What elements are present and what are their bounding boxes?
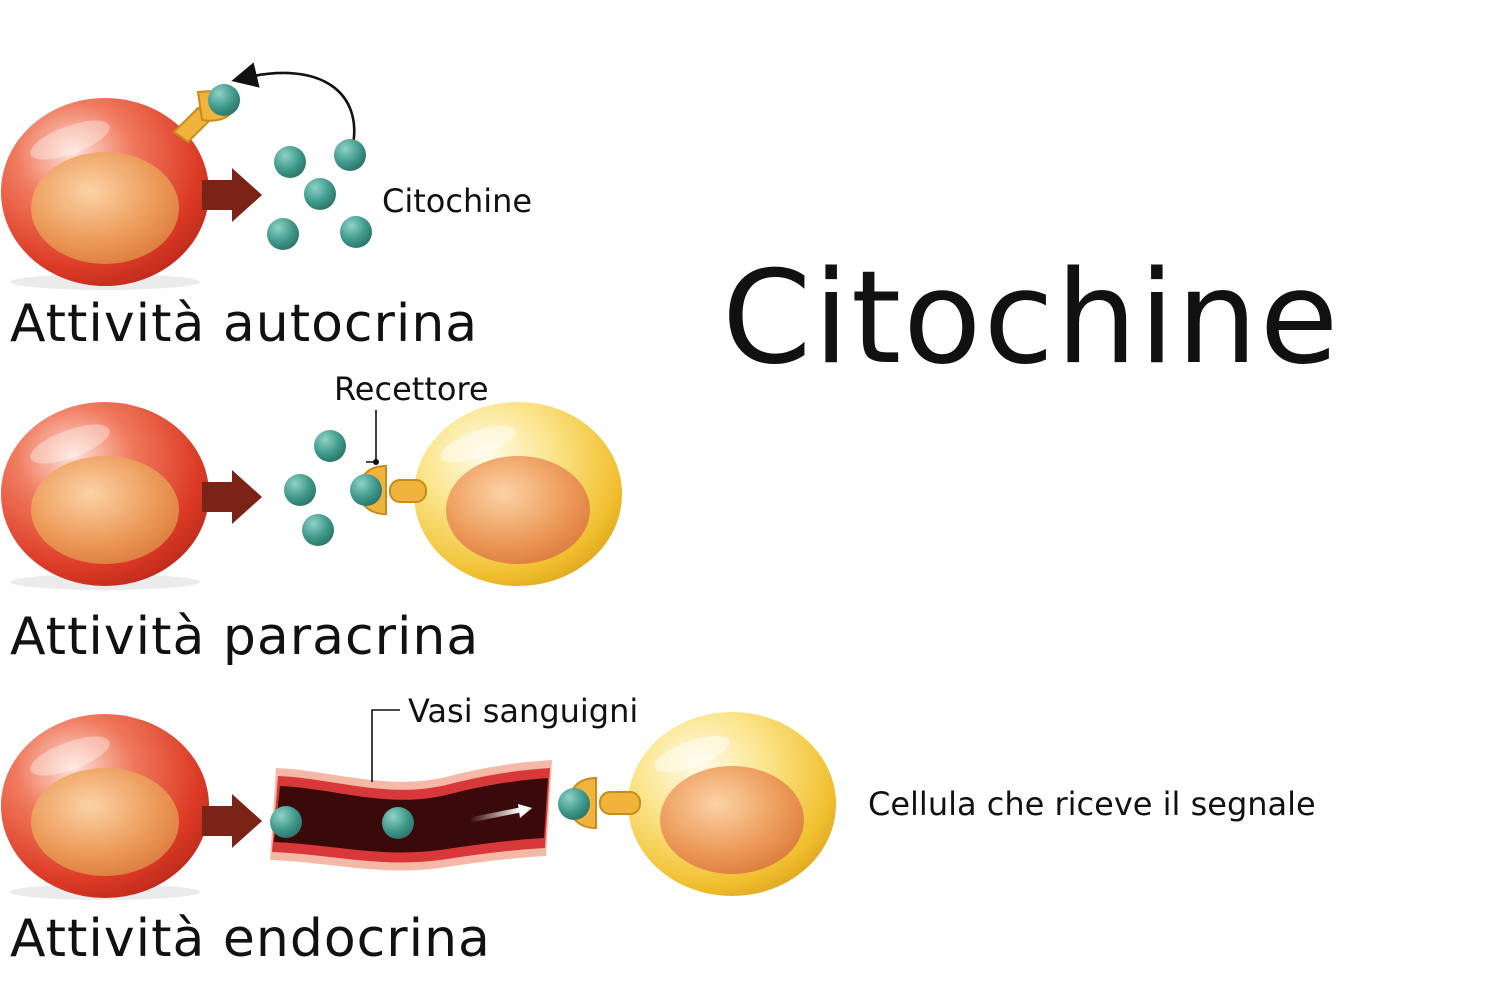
bound-cytokine-paracrine xyxy=(350,474,382,506)
blood-vessels-label: Vasi sanguigni xyxy=(408,692,638,730)
cytokine-cluster-autocrine xyxy=(267,139,372,250)
page-title: Citochine xyxy=(722,244,1340,393)
cytokines-label: Citochine xyxy=(382,182,532,220)
endocrine-section: Vasi sanguigni Cellula che riceve il seg… xyxy=(1,692,1316,969)
bound-cytokine-autocrine xyxy=(208,84,240,116)
cytokine-cluster-paracrine xyxy=(284,430,346,546)
section-title-autocrine: Attività autocrina xyxy=(10,294,478,354)
secreting-cell-autocrine xyxy=(1,98,209,286)
autocrine-section: Citochine Attività autocrina xyxy=(1,62,532,354)
secreting-cell-endocrine xyxy=(1,714,209,898)
paracrine-section: Recettore Attività paracrina xyxy=(1,370,622,667)
secretion-arrow-icon xyxy=(202,794,262,848)
section-title-paracrine: Attività paracrina xyxy=(10,607,479,667)
target-cell-label: Cellula che riceve il segnale xyxy=(868,785,1316,823)
vessel-leader-line xyxy=(371,709,400,782)
secretion-arrow-icon xyxy=(202,168,262,222)
section-title-endocrine: Attività endocrina xyxy=(10,909,491,969)
bound-cytokine-endocrine xyxy=(558,788,590,820)
return-arrow-icon xyxy=(231,62,356,151)
secreting-cell-paracrine xyxy=(1,402,209,586)
receptor-leader-line xyxy=(366,410,377,463)
target-cell-endocrine xyxy=(628,712,836,896)
cytokines-in-vessel xyxy=(270,806,414,839)
secretion-arrow-icon xyxy=(202,470,262,524)
target-cell-paracrine xyxy=(414,402,622,586)
receptor-label: Recettore xyxy=(334,370,489,408)
